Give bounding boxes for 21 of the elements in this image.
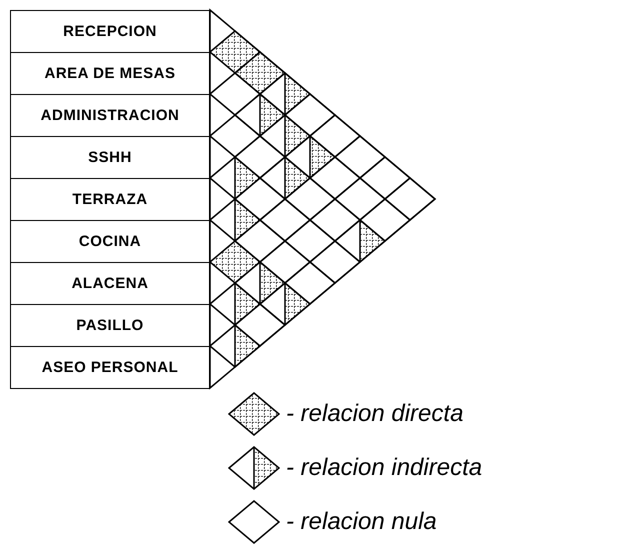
table-row-box: [10, 220, 210, 263]
legend-text: - relacion directa: [286, 400, 464, 428]
room-name: AREA DE MESAS: [44, 66, 176, 81]
room-name: ALACENA: [72, 276, 148, 291]
legend-text: - relacion nula: [286, 508, 437, 536]
table-row-box: [10, 346, 210, 389]
room-name: TERRAZA: [72, 192, 148, 207]
table-row-box: [10, 262, 210, 305]
table-row-box: [10, 52, 210, 95]
table-row-box: [10, 304, 210, 347]
table-row-box: [10, 10, 210, 53]
legend-text: - relacion indirecta: [286, 454, 482, 482]
room-name: RECEPCION: [63, 24, 157, 39]
room-name: ADMINISTRACION: [40, 108, 180, 123]
room-name: PASILLO: [76, 318, 144, 333]
table-row-box: [10, 94, 210, 137]
room-name: COCINA: [78, 234, 142, 249]
table-row-box: [10, 136, 210, 179]
table-row-box: [10, 178, 210, 221]
room-name: SSHH: [88, 150, 132, 165]
room-name: ASEO PERSONAL: [42, 360, 178, 375]
